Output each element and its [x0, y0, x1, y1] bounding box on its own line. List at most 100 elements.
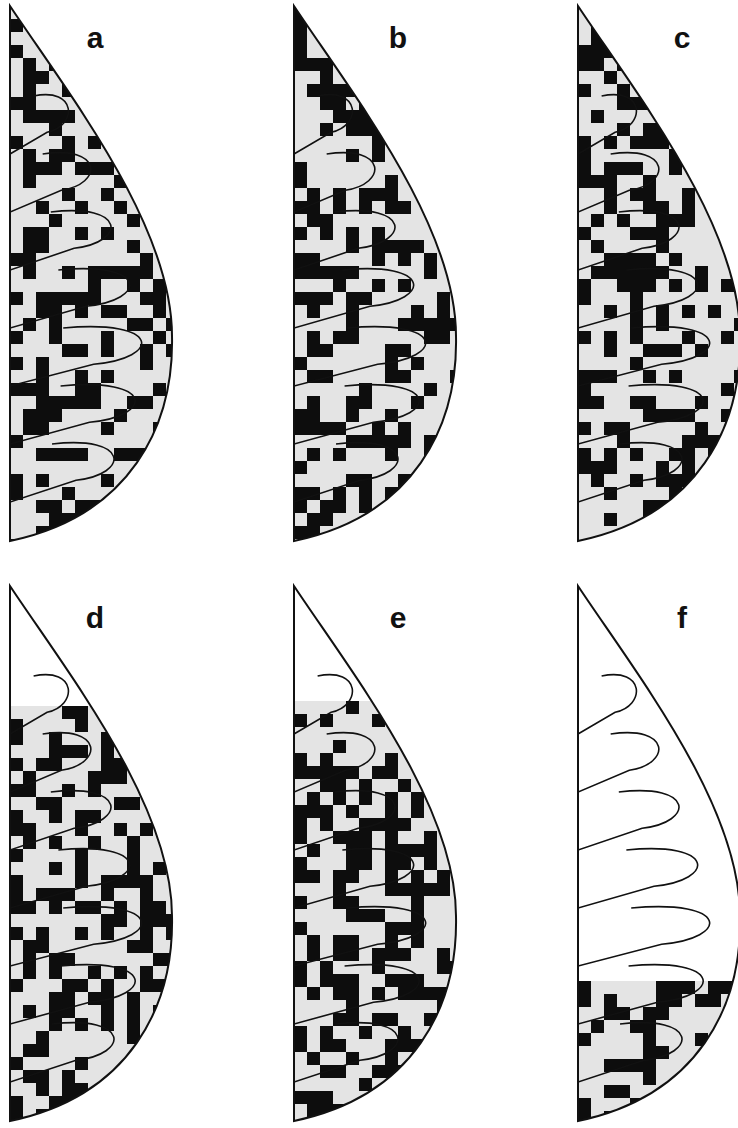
marked-cell [140, 888, 153, 901]
marked-cell [294, 1026, 307, 1039]
marked-cell [36, 1031, 49, 1044]
marked-cell [23, 97, 36, 110]
marked-cell [62, 396, 75, 409]
marked-cell [153, 953, 166, 966]
marked-cell [346, 909, 359, 922]
marked-cell [307, 448, 320, 461]
marked-cell [49, 292, 62, 305]
segment-line [578, 965, 703, 1024]
segment-line [10, 385, 135, 444]
marked-cell [23, 71, 36, 84]
marked-cell [346, 71, 359, 84]
marked-cell [411, 240, 424, 253]
marked-cell [127, 1018, 140, 1031]
marked-cell [437, 305, 450, 318]
marked-cell [346, 1013, 359, 1026]
marked-cell [49, 396, 62, 409]
leaf-outline [10, 586, 172, 1121]
marked-cell [75, 448, 88, 461]
marked-cell [88, 292, 101, 305]
panel-letter: b [389, 23, 407, 53]
marked-cell [359, 123, 372, 136]
marked-cell [294, 253, 307, 266]
marked-cell [294, 974, 307, 987]
marked-cell [411, 357, 424, 370]
marked-cell [643, 188, 656, 201]
marked-cell [101, 344, 114, 357]
marked-cell [127, 266, 140, 279]
marked-cell [75, 396, 88, 409]
marked-cell [101, 331, 114, 344]
marked-cell [127, 849, 140, 862]
marked-cell [591, 396, 604, 409]
marked-cell [617, 279, 630, 292]
marked-cell [10, 474, 23, 487]
marked-cell [669, 253, 682, 266]
marked-cell [682, 435, 695, 448]
marked-cell [682, 474, 695, 487]
segment-line [578, 675, 636, 734]
marked-cell [114, 1070, 127, 1083]
marked-cell [10, 253, 23, 266]
marked-cell [10, 331, 23, 344]
marked-cell [591, 19, 604, 32]
marked-cell [578, 1098, 591, 1111]
marked-cell [385, 188, 398, 201]
marked-cell [695, 435, 708, 448]
marked-cell [114, 901, 127, 914]
marked-cell [604, 1085, 617, 1098]
leaf-pattern [10, 6, 182, 552]
marked-cell [62, 136, 75, 149]
marked-cell [708, 994, 721, 1007]
marked-cell [36, 448, 49, 461]
marked-cell [49, 331, 62, 344]
marked-cell [294, 357, 307, 370]
marked-cell [307, 422, 320, 435]
marked-cell [359, 396, 372, 409]
marked-cell [36, 940, 49, 953]
marked-cell [62, 706, 75, 719]
marked-cell [643, 1072, 656, 1085]
marked-cell [88, 771, 101, 784]
marked-cell [359, 487, 372, 500]
marked-cell [320, 123, 333, 136]
marked-cell [101, 758, 114, 771]
marked-cell [294, 805, 307, 818]
marked-cell [643, 396, 656, 409]
marked-cell [346, 409, 359, 422]
marked-cell [708, 305, 721, 318]
marked-cell [49, 901, 62, 914]
marked-cell [307, 987, 320, 1000]
marked-cell [101, 370, 114, 383]
marked-cell [294, 422, 307, 435]
marked-cell [23, 266, 36, 279]
marked-cell [630, 279, 643, 292]
marked-cell [10, 292, 23, 305]
marked-cell [398, 779, 411, 792]
marked-cell [75, 745, 88, 758]
segment-line [10, 269, 130, 328]
marked-cell [630, 266, 643, 279]
marked-cell [36, 110, 49, 123]
marked-cell [294, 831, 307, 844]
shaded-region [294, 701, 466, 1126]
marked-cell [307, 935, 320, 948]
marked-cell [424, 383, 437, 396]
marked-cell [630, 227, 643, 240]
marked-cell [140, 966, 153, 979]
marked-cell [36, 71, 49, 84]
marked-cell [385, 818, 398, 831]
marked-cell [36, 201, 49, 214]
shaded-region [10, 6, 182, 546]
marked-cell [140, 823, 153, 836]
panel-letter: e [390, 603, 407, 633]
marked-cell [127, 448, 140, 461]
segment-line [10, 95, 68, 154]
marked-cell [101, 745, 114, 758]
marked-cell [23, 409, 36, 422]
marked-cell [346, 149, 359, 162]
marked-cell [307, 409, 320, 422]
marked-cell [591, 539, 604, 552]
marked-cell [695, 474, 708, 487]
marked-cell [75, 370, 88, 383]
